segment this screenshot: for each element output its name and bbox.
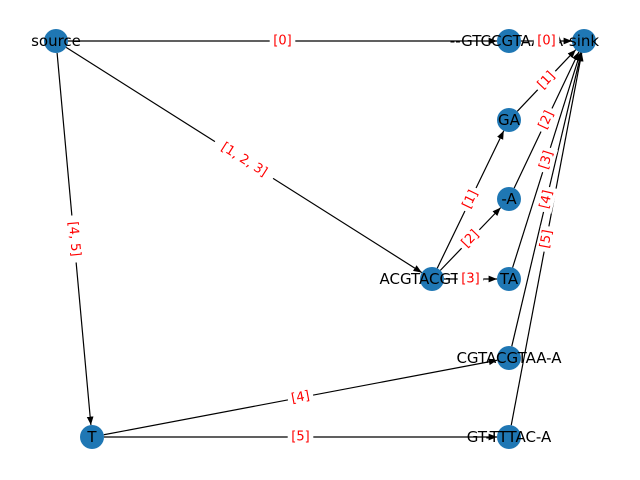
- edge-label-background: [455, 224, 486, 254]
- edge-label-text: [4]: [290, 388, 311, 406]
- edge-labels-layer: [0][0][1, 2, 3][4, 5][1][2][3][1][2][3][…: [63, 33, 562, 445]
- node-TA: [497, 267, 521, 291]
- edge-label-background: [457, 184, 484, 215]
- edge-label: [0]: [269, 33, 296, 49]
- edge-label-background: [63, 214, 85, 264]
- edge-label-text: [0]: [273, 34, 291, 49]
- edge-label: [4, 5]: [63, 214, 85, 264]
- node-label-minusA: -A: [501, 190, 517, 208]
- edge-label-background: [533, 105, 560, 135]
- edge-label-text: [2]: [536, 108, 557, 131]
- edge-label-text: [1, 2, 3]: [218, 140, 270, 180]
- edge-label-text: [1]: [460, 188, 482, 211]
- edge-label-text: [4, 5]: [65, 221, 83, 257]
- edge-label-background: [535, 145, 558, 175]
- nodes-layer: [44, 29, 596, 449]
- edge-label-background: [286, 387, 315, 408]
- node-label-sink: sink: [569, 32, 599, 50]
- node-CGTA: [497, 346, 521, 370]
- edge-label-text: [5]: [291, 430, 309, 445]
- edge-label-background: [533, 33, 560, 49]
- edge-label: [1]: [457, 184, 484, 215]
- edge-label: [3]: [457, 271, 484, 287]
- node-label-TA: TA: [499, 270, 519, 288]
- edge-label-background: [210, 134, 278, 186]
- edge-label: [3]: [535, 145, 558, 175]
- node-top: [497, 29, 521, 53]
- edge-label: [0]: [533, 33, 560, 49]
- node-minusA: [497, 187, 521, 211]
- node-label-GTT: GT-TTTAC-A: [467, 428, 552, 446]
- edge-label-text: [3]: [537, 149, 557, 171]
- edge-label: [5]: [287, 429, 314, 445]
- edge-label-background: [536, 224, 557, 254]
- edge-label-background: [287, 429, 314, 445]
- node-mid: [420, 267, 444, 291]
- edge-label: [4]: [286, 387, 315, 408]
- node-source: [44, 29, 68, 53]
- edge-label-background: [269, 33, 296, 49]
- node-labels-layer: source--GTCCGTAAGA-sinkGA-AACGTACGTAC-TA…: [31, 32, 599, 446]
- edge-label: [4]: [535, 185, 558, 214]
- node-GA: [497, 108, 521, 132]
- edges-layer: [56, 37, 584, 441]
- node-GTT: [497, 425, 521, 449]
- edge-label-background: [535, 185, 558, 214]
- node-sink: [572, 29, 596, 53]
- edge-label: [5]: [536, 224, 557, 254]
- edge-label-background: [531, 65, 562, 96]
- edge-label: [2]: [533, 105, 560, 135]
- edge-label-text: [0]: [537, 34, 555, 49]
- node-T: [80, 425, 104, 449]
- node-label-T: T: [86, 428, 97, 446]
- node-label-GA: GA: [498, 111, 521, 129]
- node-label-source: source: [31, 32, 81, 50]
- edge-label: [1, 2, 3]: [210, 134, 278, 186]
- edge-label-text: [3]: [461, 272, 479, 287]
- edge-label-text: [5]: [537, 229, 555, 250]
- edge-label-text: [4]: [537, 189, 556, 210]
- edge-label-background: [457, 271, 484, 287]
- node-label-CGTA: CGTACGTAA-A: [456, 349, 562, 367]
